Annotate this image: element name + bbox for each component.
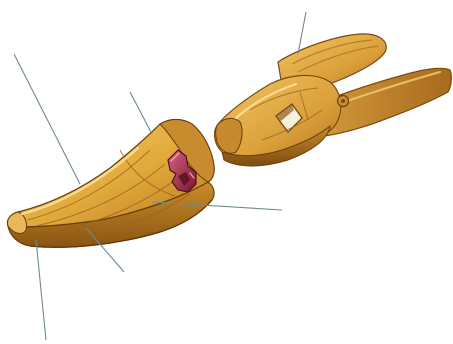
adapter bbox=[215, 34, 452, 166]
leader-line-tooth-point bbox=[36, 240, 46, 340]
leader-line-tooth-wear-face bbox=[14, 54, 80, 184]
leader-line-tooth-socket bbox=[130, 92, 152, 134]
adapter-boss-center bbox=[341, 99, 345, 103]
leader-line-adapter-top bbox=[298, 12, 306, 54]
